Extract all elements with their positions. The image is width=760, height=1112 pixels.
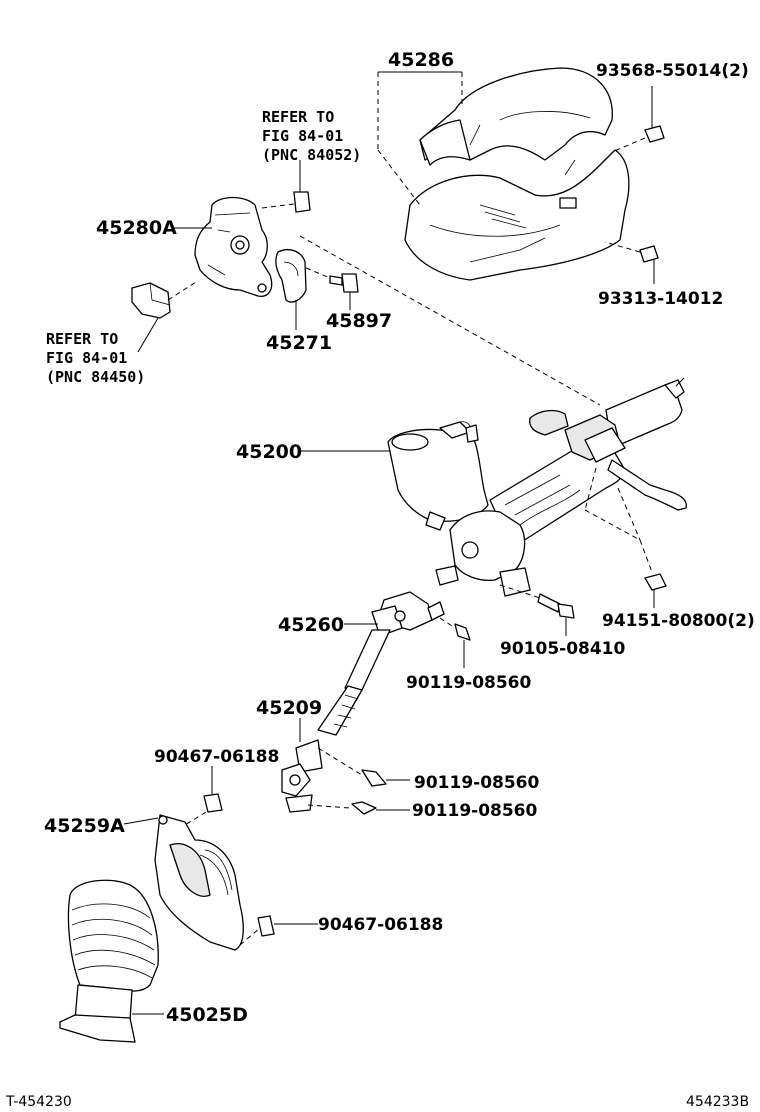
ref-84450-line3: (PNC 84450) [46,368,145,386]
steering-column-45200[interactable] [387,377,687,597]
label-45271: 45271 [266,332,332,354]
label-45286: 45286 [388,49,454,71]
ref-84052-line2: FIG 84-01 [262,127,343,145]
connector-84052[interactable] [261,160,311,213]
column-cover-assembly[interactable] [404,67,630,281]
intermediate-shaft-45260[interactable] [317,591,445,736]
label-90119-a: 90119-08560 [406,673,532,693]
label-93568: 93568-55014(2) [596,61,749,81]
universal-joint-45209[interactable] [281,739,363,813]
switch-84450[interactable] [131,281,197,353]
cover-45259A[interactable] [154,814,261,951]
label-93313: 93313-14012 [598,289,723,309]
screw-93568[interactable] [611,86,665,153]
label-90119-c: 90119-08560 [412,801,538,821]
ref-84052-line1: REFER TO [262,108,334,126]
nut-94151[interactable] [644,573,667,591]
label-90105: 90105-08410 [500,639,626,659]
alignment-dash-1 [299,235,601,406]
label-90467-b: 90467-06188 [318,915,443,935]
ref-84450-line2: FIG 84-01 [46,349,127,367]
clip-90467-b[interactable] [257,915,318,937]
label-45897: 45897 [326,310,392,332]
leader-45259A [123,817,159,825]
label-90467-a: 90467-06188 [154,747,279,767]
bolt-90119-a[interactable] [439,617,471,668]
bolt-90119-b[interactable] [361,769,410,787]
leader-45286 [377,71,463,206]
part-45271[interactable] [275,248,307,330]
label-45259A: 45259A [44,815,125,837]
clip-90467-a[interactable] [184,766,223,826]
boot-45025D[interactable] [59,879,159,1043]
label-45280A: 45280A [96,217,177,239]
label-90119-b: 90119-08560 [414,773,540,793]
footer-left-code: T-454230 [5,1094,72,1110]
label-45025D: 45025D [166,1004,248,1026]
bolt-90105[interactable] [499,584,575,636]
label-94151: 94151-80800(2) [602,611,755,631]
screw-93313[interactable] [604,241,659,284]
screw-45897[interactable] [305,267,359,310]
footer-right-code: 454233B [686,1094,749,1110]
ref-84450-line1: REFER TO [46,330,118,348]
label-45260: 45260 [278,614,344,636]
leader-94151 [584,467,655,608]
label-45200: 45200 [236,441,302,463]
ref-84052-line3: (PNC 84052) [262,146,361,164]
label-45209: 45209 [256,697,322,719]
bolt-90119-c[interactable] [351,801,410,815]
bracket-45280A[interactable] [194,196,273,297]
